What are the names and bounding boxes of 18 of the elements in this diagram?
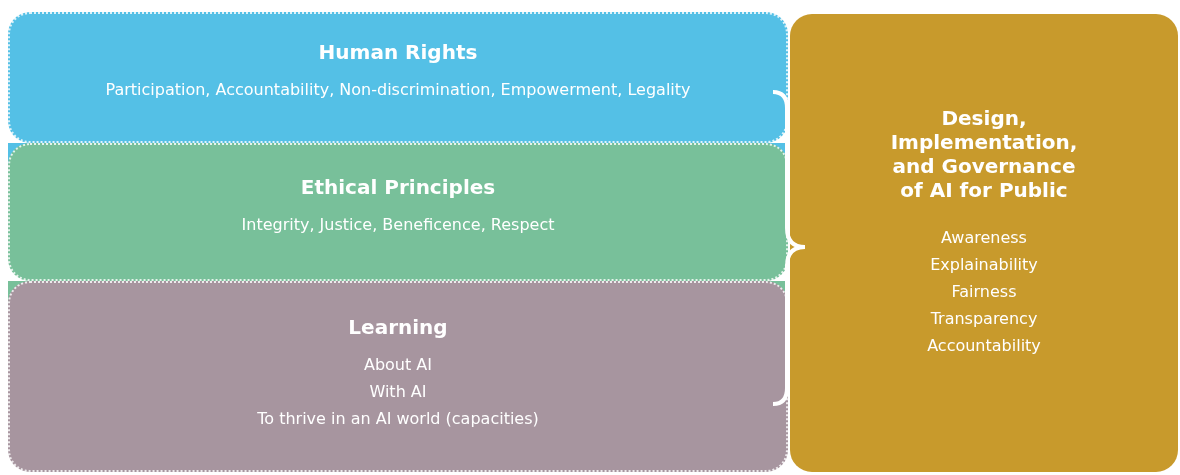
section-band (8, 143, 788, 281)
section-text: Accountability (927, 335, 1041, 357)
section-band (8, 281, 788, 472)
section-panel (790, 14, 1178, 472)
section-text: Integrity, Justice, Beneficence, Respect (241, 214, 555, 236)
section-heading: Learning (348, 315, 448, 339)
section-text: Awareness (941, 227, 1027, 249)
section-text: With AI (369, 381, 427, 403)
section-heading: Human Rights (318, 40, 478, 64)
section-text: Participation, Accountability, Non-discrimination, Empowerment, Legality (105, 79, 691, 101)
section-text: To thrive in an AI world (capacities) (257, 408, 539, 430)
section-heading: Ethical Principles (300, 175, 496, 199)
section-band (8, 12, 788, 143)
section-heading: Design, Implementation, and Governance of AI for Public (889, 106, 1079, 202)
section-text: Transparency (930, 308, 1038, 330)
section-text: Fairness (951, 281, 1017, 303)
section-text: About AI (363, 354, 433, 376)
section-text: Explainability (930, 254, 1038, 276)
